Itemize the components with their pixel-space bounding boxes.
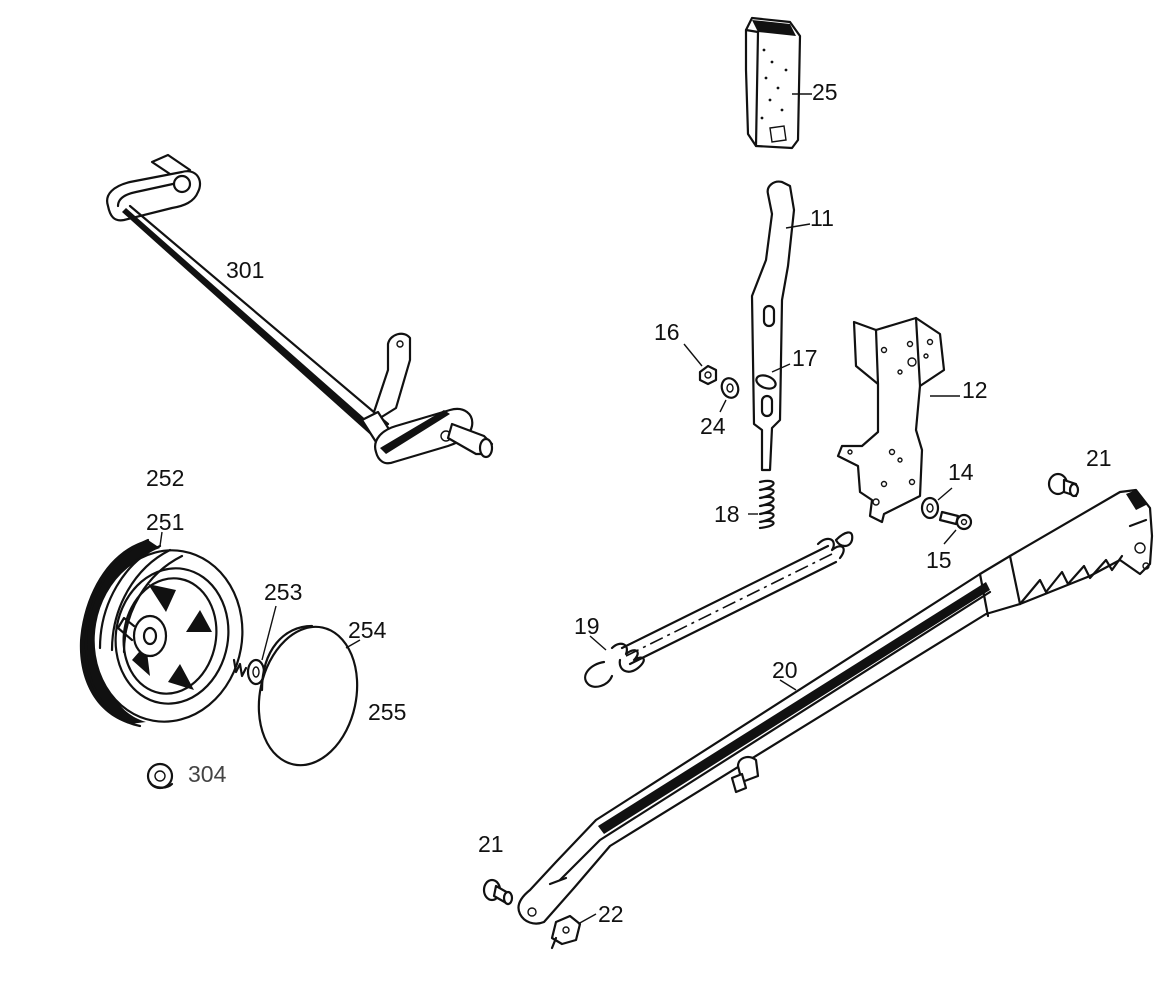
label-16: 16 <box>654 319 680 345</box>
part-11-lever <box>750 180 811 472</box>
label-19: 19 <box>574 613 600 639</box>
label-251: 251 <box>146 509 184 535</box>
label-24: 24 <box>700 413 726 439</box>
part-304-washer <box>146 762 174 790</box>
label-21-bottom: 21 <box>478 831 504 857</box>
label-14: 14 <box>948 459 974 485</box>
part-21-top-screw <box>1047 472 1080 498</box>
part-20-handle-arm <box>517 488 1154 925</box>
callout-labels: 301 25 11 16 17 24 12 14 15 18 21 19 20 … <box>146 79 1112 927</box>
label-12: 12 <box>962 377 988 403</box>
label-304: 304 <box>188 761 227 787</box>
part-254-hub-cap <box>257 624 361 767</box>
part-25-handle-grip <box>744 16 812 150</box>
label-20: 20 <box>772 657 798 683</box>
part-15-bolt <box>938 510 973 545</box>
label-253: 253 <box>264 579 302 605</box>
part-301-axle-assembly <box>106 153 494 465</box>
label-11: 11 <box>810 205 834 231</box>
label-255: 255 <box>368 699 406 725</box>
part-17-pin <box>755 363 791 390</box>
label-17: 17 <box>792 345 818 371</box>
label-254: 254 <box>348 617 387 643</box>
label-25: 25 <box>812 79 838 105</box>
label-21-top: 21 <box>1086 445 1112 471</box>
grip-texture-dots <box>760 48 788 120</box>
label-301: 301 <box>226 257 264 283</box>
label-18: 18 <box>714 501 740 527</box>
part-22-clip <box>550 913 597 950</box>
label-252: 252 <box>146 465 184 491</box>
label-22: 22 <box>598 901 624 927</box>
part-14-washer <box>920 487 953 520</box>
part-12-bracket <box>836 316 960 524</box>
part-19-extension-spring <box>584 531 854 688</box>
part-21-bottom-screw <box>482 878 514 906</box>
part-251-252-wheel <box>79 531 244 728</box>
part-24-washer <box>719 377 740 413</box>
part-16-nut <box>683 343 718 386</box>
label-15: 15 <box>926 547 952 573</box>
part-18-spring <box>748 479 775 530</box>
